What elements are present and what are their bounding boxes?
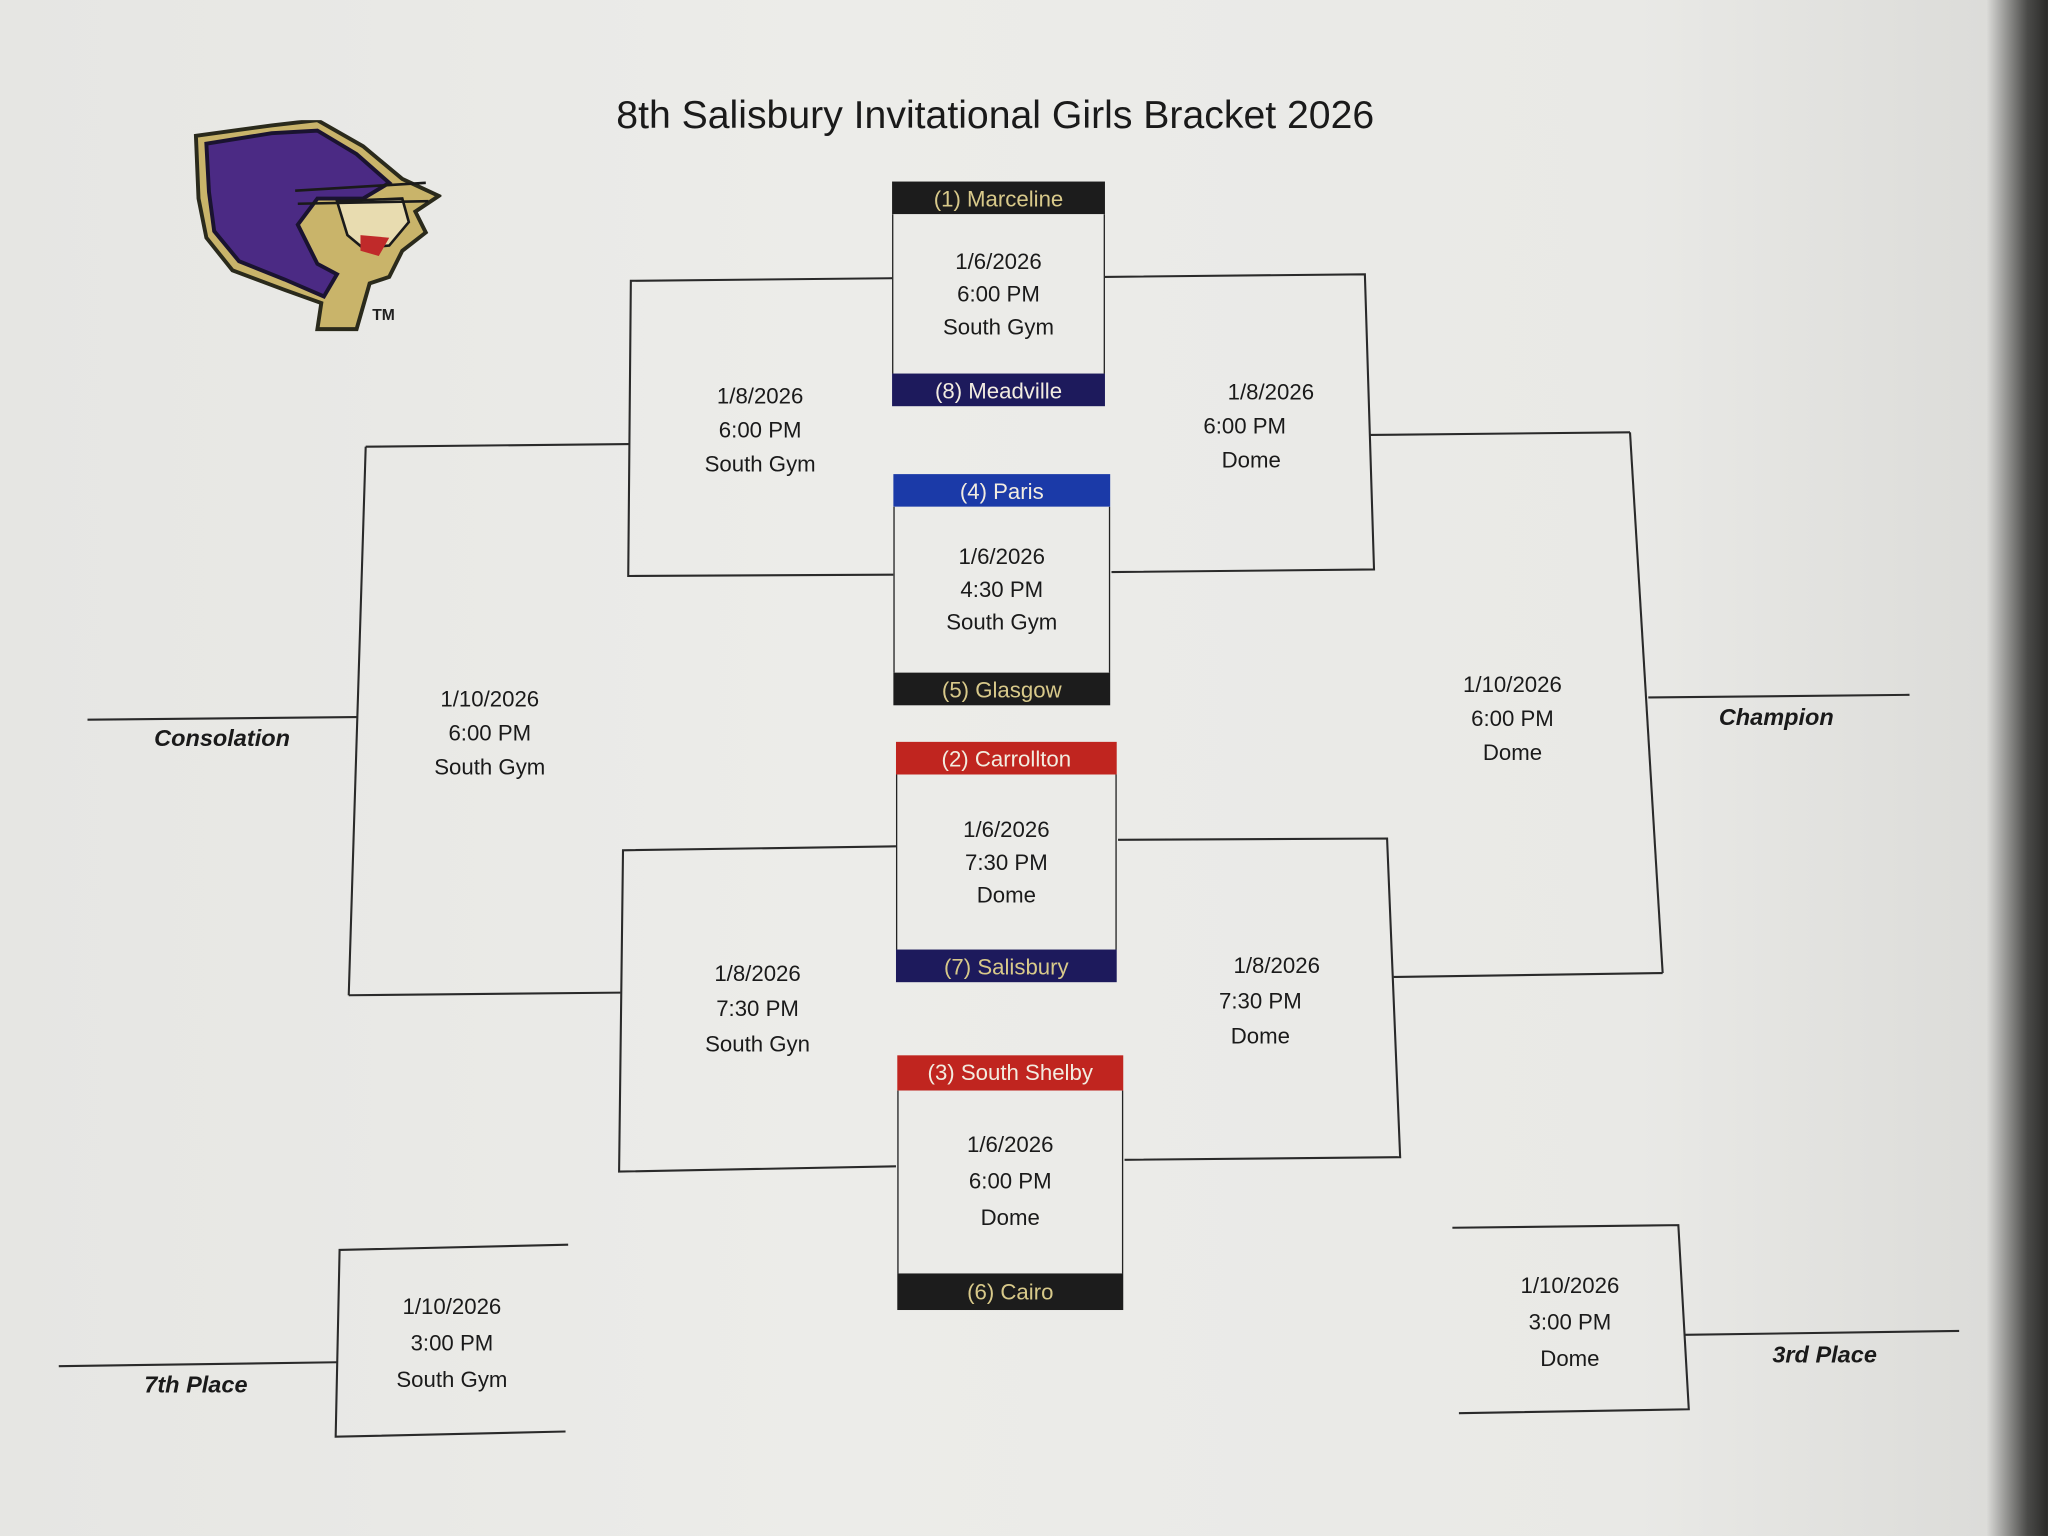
team-glasgow[interactable]: (5) Glasgow (893, 672, 1111, 706)
game-time: 3:00 PM (1528, 1310, 1612, 1335)
game-date: 1/8/2026 (1233, 953, 1320, 979)
semifinal-bottom-game: 1/8/2026 7:30 PM Dome (1156, 948, 1365, 1054)
trademark-mark: TM (372, 305, 395, 324)
panther-logo-icon (193, 118, 443, 332)
team-carrollton[interactable]: (2) Carrollton (895, 741, 1117, 775)
game-time: 6:00 PM (957, 281, 1040, 307)
game-venue: South Gym (946, 609, 1058, 635)
game-venue: South Gym (434, 754, 546, 780)
game-date: 1/8/2026 (716, 383, 804, 409)
game-time: 6:00 PM (1203, 414, 1287, 439)
game-date: 1/8/2026 (714, 961, 801, 987)
game-venue: South Gyn (705, 1031, 810, 1057)
consolation-label: Consolation (154, 724, 290, 752)
consolation-bottom-game: 1/8/2026 7:30 PM South Gyn (653, 956, 862, 1062)
champion-label: Champion (1718, 703, 1834, 731)
game-date: 1/10/2026 (1463, 672, 1562, 698)
game-time: 6:00 PM (1471, 706, 1554, 732)
game-date: 1/6/2026 (963, 816, 1050, 842)
game-venue: South Gym (396, 1367, 508, 1393)
game-time: 7:30 PM (716, 996, 799, 1022)
panther-logo: TM (193, 118, 443, 336)
team-meadville[interactable]: (8) Meadville (892, 373, 1105, 407)
championship-game: 1/10/2026 6:00 PM Dome (1408, 669, 1617, 771)
team-salisbury[interactable]: (7) Salisbury (895, 949, 1117, 983)
game-venue: Dome (1482, 740, 1543, 766)
game-time: 7:30 PM (965, 849, 1048, 875)
game-venue: Dome (1221, 447, 1281, 473)
game-venue: Dome (1230, 1023, 1290, 1049)
team-cairo[interactable]: (6) Cairo (897, 1273, 1124, 1311)
game-date: 1/6/2026 (958, 544, 1046, 570)
game-time: 6:00 PM (718, 417, 802, 443)
semifinal-top-game: 1/8/2026 6:00 PM Dome (1147, 376, 1356, 478)
game-date: 1/10/2026 (440, 687, 540, 712)
consolation-final-game: 1/10/2026 6:00 PM South Gym (385, 683, 594, 785)
third-place-game: 1/10/2026 3:00 PM Dome (1465, 1268, 1674, 1378)
game-venue: South Gym (704, 451, 816, 477)
game-date: 1/6/2026 (967, 1132, 1054, 1158)
game-time: 4:30 PM (960, 577, 1044, 603)
game-venue: Dome (1540, 1346, 1600, 1372)
game-date: 1/10/2026 (1520, 1273, 1620, 1299)
game-date: 1/6/2026 (955, 248, 1042, 274)
game-time: 6:00 PM (968, 1168, 1052, 1194)
team-south-shelby[interactable]: (3) South Shelby (897, 1055, 1124, 1091)
game-time: 7:30 PM (1219, 988, 1302, 1014)
game-venue: South Gym (942, 314, 1055, 339)
page-title: 8th Salisbury Invitational Girls Bracket… (616, 94, 1375, 138)
team-paris[interactable]: (4) Paris (893, 474, 1111, 507)
seventh-place-label: 7th Place (144, 1371, 248, 1398)
game-venue: Dome (976, 882, 1036, 908)
consolation-top-game: 1/8/2026 6:00 PM South Gym (656, 380, 865, 482)
game-time: 3:00 PM (410, 1330, 494, 1356)
game-3-vs-6: (3) South Shelby 1/6/2026 6:00 PM Dome (… (897, 1055, 1124, 1311)
third-place-label: 3rd Place (1772, 1341, 1877, 1368)
seventh-place-game: 1/10/2026 3:00 PM South Gym (347, 1289, 556, 1399)
game-venue: Dome (980, 1205, 1040, 1231)
game-date: 1/10/2026 (402, 1294, 502, 1320)
game-4-vs-5: (4) Paris 1/6/2026 4:30 PM South Gym (5)… (893, 474, 1111, 706)
game-date: 1/8/2026 (1227, 380, 1315, 405)
game-time: 6:00 PM (448, 720, 532, 746)
team-marceline[interactable]: (1) Marceline (892, 181, 1105, 215)
game-1-vs-8: (1) Marceline 1/6/2026 6:00 PM South Gym… (892, 181, 1105, 407)
game-2-vs-7: (2) Carrollton 1/6/2026 7:30 PM Dome (7)… (895, 741, 1117, 983)
